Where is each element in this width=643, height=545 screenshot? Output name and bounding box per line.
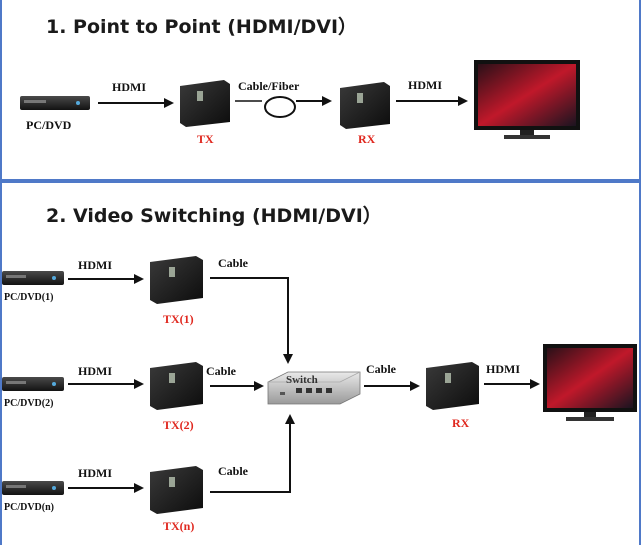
source-label: PC/DVD(2) <box>4 398 54 409</box>
hdmi-out-label: HDMI <box>486 362 520 376</box>
cable-label: Cable <box>206 364 236 378</box>
hdmi-label: HDMI <box>78 466 112 480</box>
transmitter-icon <box>150 362 203 410</box>
dvd-player-icon <box>2 481 64 495</box>
cable-coil-icon <box>264 96 296 118</box>
tv-monitor-icon <box>543 344 637 421</box>
link-label: Cable/Fiber <box>238 79 300 93</box>
transmitter-icon <box>180 80 230 127</box>
switch-icon <box>267 371 361 405</box>
switch-label: Switch <box>286 374 318 386</box>
tx-label: TX <box>197 132 214 146</box>
arrow-icon <box>210 414 295 493</box>
hdmi-label: HDMI <box>78 364 112 378</box>
tx-label: TX(1) <box>163 312 194 326</box>
tx-label: TX(n) <box>163 519 195 533</box>
receiver-icon <box>426 362 479 410</box>
section2-title: 2. Video Switching (HDMI/DVI） <box>46 205 382 227</box>
arrow-icon <box>210 277 293 364</box>
dvd-player-icon <box>2 377 64 391</box>
rx-label: RX <box>452 416 470 430</box>
hdmi-label: HDMI <box>78 258 112 272</box>
transmitter-icon <box>150 256 203 304</box>
dvd-player-icon <box>20 96 90 110</box>
hdmi-in-label: HDMI <box>112 80 146 94</box>
receiver-icon <box>340 82 390 129</box>
cable-label: Cable <box>218 256 248 270</box>
transmitter-icon <box>150 466 203 514</box>
switch-out-label: Cable <box>366 362 396 376</box>
cable-label: Cable <box>218 464 248 478</box>
rx-label: RX <box>358 132 376 146</box>
video-switching-panel <box>0 181 641 545</box>
source-label: PC/DVD(n) <box>4 502 54 513</box>
source-label: PC/DVD <box>26 118 72 132</box>
source-label: PC/DVD(1) <box>4 292 54 303</box>
section1-title: 1. Point to Point (HDMI/DVI） <box>46 16 358 38</box>
tx-label: TX(2) <box>163 418 194 432</box>
hdmi-out-label: HDMI <box>408 78 442 92</box>
tv-monitor-icon <box>474 60 580 139</box>
dvd-player-icon <box>2 271 64 285</box>
